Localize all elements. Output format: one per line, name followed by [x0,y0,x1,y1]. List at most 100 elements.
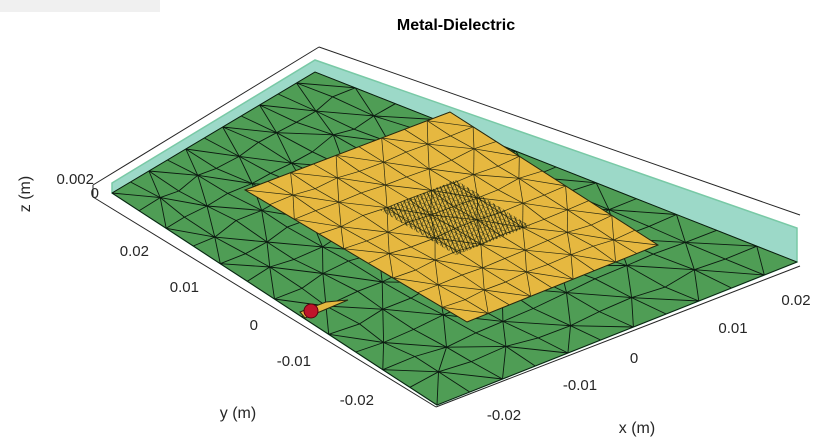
mesh-edge [626,265,695,271]
mesh-edge [505,346,536,367]
mesh-edge [537,337,569,354]
mesh-edge [148,170,198,176]
mesh-edge [415,269,439,286]
mesh-edge [335,155,360,172]
mesh-edge [360,192,388,208]
mesh-edge [204,126,223,139]
mesh-edge [259,104,277,133]
mesh-edge [206,205,237,221]
mesh-edge [537,325,571,339]
mesh-edge [185,148,217,169]
mesh-edge [473,141,497,150]
mesh-edge [438,347,447,372]
mesh-edge [290,172,338,179]
mesh-edge [244,180,268,191]
mesh-edge [417,292,443,308]
mesh-edge [238,156,271,174]
mesh-edge [464,289,485,301]
mesh-edge [290,172,316,189]
mesh-edge [259,104,297,123]
mesh-edge [567,231,614,241]
mesh-edge [220,263,248,282]
mesh-edge [442,314,447,348]
mesh-edge [497,165,520,179]
mesh-edge [328,333,384,343]
mesh-edge [648,214,677,227]
mesh-edge [193,236,215,247]
mesh-edge [338,192,362,203]
mesh-edge [410,246,436,261]
mesh-edge [259,104,317,112]
mesh-edge [437,284,443,308]
mesh-edge [543,218,568,233]
mesh-edge [449,111,474,128]
mesh-edge [570,325,601,341]
mesh-edge [337,177,362,194]
mesh-edge [518,177,566,187]
mesh-edge [593,239,614,247]
mesh-edge [566,232,572,255]
mesh-edge [274,287,303,300]
mesh-edge [241,115,277,134]
mesh-edge [567,209,612,216]
mesh-edge [335,155,338,178]
mesh-edge [572,270,595,280]
mesh-edge [368,253,390,264]
mesh-edge [428,168,454,184]
mesh-edge [504,258,527,273]
mesh-edge [636,244,659,254]
mesh-edge [160,190,179,199]
mesh-edge [461,274,485,291]
mesh-edge [382,297,412,310]
mesh-edge [277,93,317,112]
mesh-edge [566,278,596,294]
mesh-edge [505,337,539,347]
mesh-edge [165,216,185,229]
mesh-edge [626,253,654,266]
mesh-edge [518,178,524,204]
mesh-edge [522,227,548,241]
mesh-edge [756,245,798,263]
mesh-edge [185,148,240,157]
mesh-edge [214,237,221,264]
mesh-edge [381,128,405,139]
mesh-edge [413,329,447,348]
mesh-edge [314,177,338,190]
y-tick-label: 0.01 [170,279,199,296]
x-tick-label: -0.02 [487,407,521,424]
mesh-edge [565,185,589,201]
mesh-edge [338,201,364,216]
mesh-edge [362,215,389,233]
axis-back-right-edge [318,46,801,216]
mesh-edge [296,71,316,84]
mesh-edge [381,137,428,145]
mesh-edge [608,209,677,215]
mesh-edge [178,174,198,192]
mesh-edge [266,241,323,248]
mesh-edge [653,253,695,271]
mesh-edge [594,265,628,280]
mesh-edge [570,254,595,271]
mesh-edge [387,231,412,248]
mesh-edge [359,308,384,325]
mesh-edge [505,281,531,297]
mesh-edge [685,229,717,243]
mesh-edge [716,229,757,247]
mesh-edge [353,115,375,130]
mesh-edge [197,174,228,194]
mesh-edge [322,273,358,292]
mesh-edge [383,161,430,170]
mesh-edge [382,369,439,373]
mesh-edge [472,126,497,142]
mesh-edge [148,159,168,172]
mesh-edge [518,178,545,196]
y-tick-labels: -0.02 -0.01 0 0.01 0.02 [120,243,374,409]
mesh-edge [222,126,240,157]
mesh-edge [159,197,185,218]
mesh-edge [392,277,439,286]
mesh-edge [160,197,208,207]
mesh-edge [594,278,632,299]
mesh-edge [599,297,632,313]
mesh-edge [373,103,396,117]
mesh-edge [266,241,271,268]
